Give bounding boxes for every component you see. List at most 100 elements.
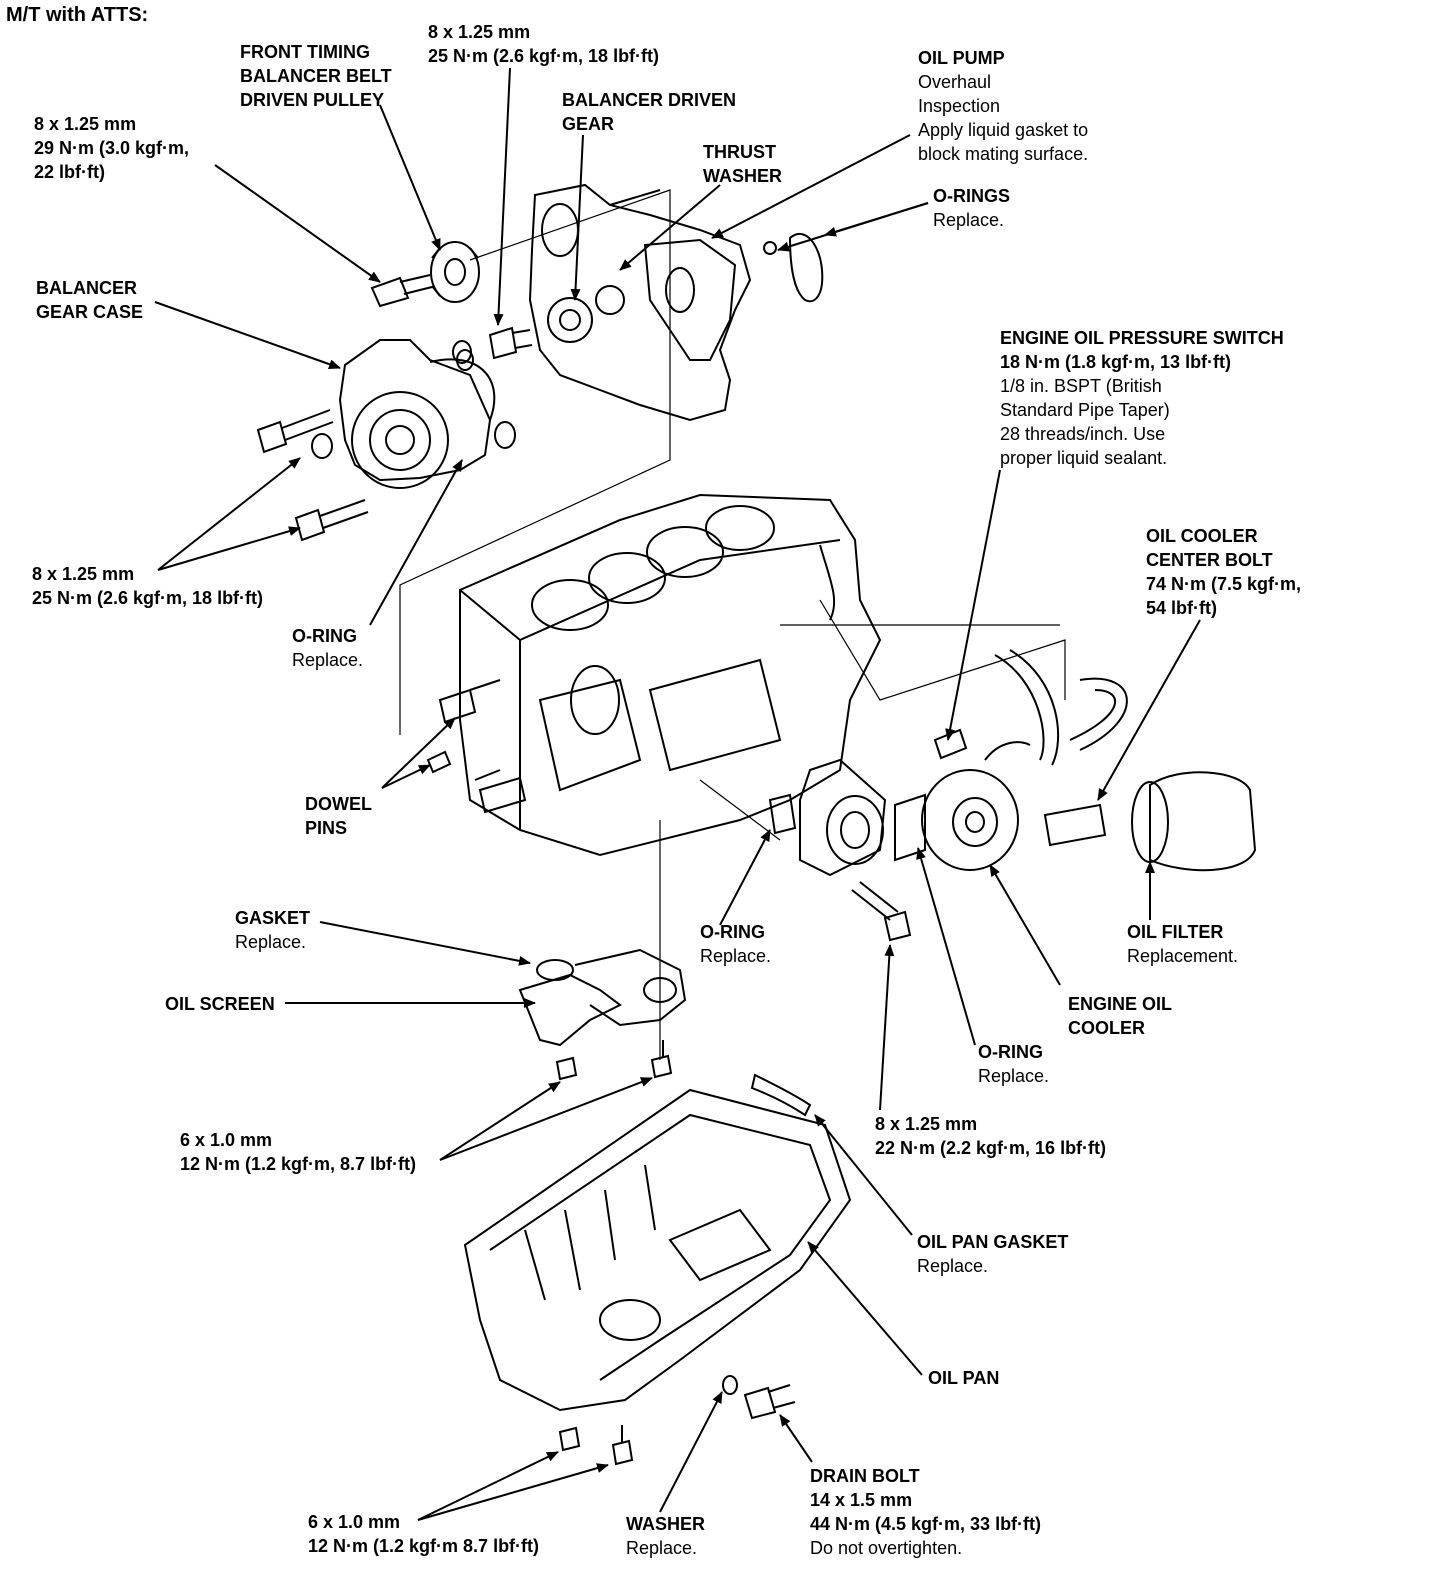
bolt-cooler-torque: 22 N·m (2.2 kgf·m, 16 lbf·ft): [875, 1138, 1107, 1158]
label-front-timing-pulley: FRONT TIMING BALANCER BELT DRIVEN PULLEY: [240, 40, 392, 112]
gasket-title: GASKET: [235, 908, 311, 928]
label-balancer-gear-case: BALANCER GEAR CASE: [36, 276, 143, 324]
label-bolt-top: 8 x 1.25 mm 25 N·m (2.6 kgf·m, 18 lbf·ft…: [428, 20, 659, 68]
oil-pan: [463, 1088, 852, 1412]
drain-bolt: [743, 1384, 796, 1420]
bolt-left-torque: 29 N·m (3.0 kgf·m,: [34, 138, 190, 158]
bolt-cooler-size: 8 x 1.25 mm: [875, 1114, 978, 1134]
balancer-case-line-2: GEAR CASE: [36, 302, 144, 322]
label-bolt-mid: 8 x 1.25 mm 25 N·m (2.6 kgf·m, 18 lbf·ft…: [32, 562, 263, 610]
cooler-bolt: [851, 881, 912, 942]
drain-bolt-torque: 44 N·m (4.5 kgf·m, 33 lbf·ft): [810, 1514, 1042, 1534]
oil-pump-note-2: Inspection: [918, 96, 1001, 116]
engine-block: [438, 493, 882, 857]
engine-oil-cooler-line-1: ENGINE OIL: [1068, 994, 1173, 1014]
label-oil-pressure-switch: ENGINE OIL PRESSURE SWITCH 18 N·m (1.8 k…: [1000, 326, 1284, 470]
oil-filter: [1131, 771, 1257, 872]
gasket-note: Replace.: [235, 932, 307, 952]
label-o-ring-cooler: O-RING Replace.: [700, 920, 771, 968]
balancer-gear-line-2: GEAR: [562, 114, 615, 134]
cooler-bolt-line-1: OIL COOLER: [1146, 526, 1258, 546]
oil-pump-title: OIL PUMP: [918, 48, 1005, 68]
bolt-left-size: 8 x 1.25 mm: [34, 114, 137, 134]
oil-pump-note-1: Overhaul: [918, 72, 992, 92]
dowel-line-2: PINS: [305, 818, 348, 838]
bolt-screen-torque: 12 N·m (1.2 kgf·m, 8.7 lbf·ft): [180, 1154, 417, 1174]
pressure-switch-note-1: 1/8 in. BSPT (British: [1000, 376, 1162, 396]
label-drain-bolt: DRAIN BOLT 14 x 1.5 mm 44 N·m (4.5 kgf·m…: [810, 1464, 1041, 1560]
pan-gasket-note: Replace.: [917, 1256, 989, 1276]
cooler-bolt-line-2: CENTER BOLT: [1146, 550, 1273, 570]
pressure-switch-note-3: 28 threads/inch. Use: [1000, 424, 1166, 444]
bolt-mid-size: 8 x 1.25 mm: [32, 564, 135, 584]
driven-pulley: [430, 241, 480, 303]
cooler-bolt-line-3: 74 N·m (7.5 kgf·m,: [1146, 574, 1302, 594]
label-o-ring-cooler-2: O-RING Replace.: [978, 1040, 1049, 1088]
dowel-pin: [426, 750, 452, 774]
bolt-pan-torque: 12 N·m (1.2 kgf·m 8.7 lbf·ft): [308, 1536, 540, 1556]
thrust-washer-line-2: WASHER: [703, 166, 783, 186]
washer-title: WASHER: [626, 1514, 706, 1534]
label-engine-oil-cooler: ENGINE OIL COOLER: [1068, 992, 1172, 1040]
oil-pump-note-4: block mating surface.: [918, 144, 1089, 164]
oil-filter-title: OIL FILTER: [1127, 922, 1224, 942]
bolt-top-torque: 25 N·m (2.6 kgf·m, 18 lbf·ft): [428, 46, 660, 66]
washer-part: [722, 1375, 738, 1395]
pulley-line-1: FRONT TIMING: [240, 42, 370, 62]
engine-oil-cooler-line-2: COOLER: [1068, 1018, 1146, 1038]
label-dowel-pins: DOWEL PINS: [305, 792, 372, 840]
label-bolt-cooler: 8 x 1.25 mm 22 N·m (2.2 kgf·m, 16 lbf·ft…: [875, 1112, 1106, 1160]
gear-case-bolts: [256, 340, 516, 542]
alignment-lines: [399, 189, 1066, 1060]
o-ring-cooler-2-title: O-RING: [978, 1042, 1043, 1062]
pulley-bolt: [370, 274, 433, 308]
balancer-case-line-1: BALANCER: [36, 278, 137, 298]
oil-pan-title: OIL PAN: [928, 1368, 1000, 1388]
pulley-line-3: DRIVEN PULLEY: [240, 90, 385, 110]
pan-bolts: [558, 1425, 634, 1466]
bolt-pan-size: 6 x 1.0 mm: [308, 1512, 401, 1532]
o-rings-note: Replace.: [933, 210, 1005, 230]
oil-screen-title: OIL SCREEN: [165, 994, 275, 1014]
label-bolt-pan: 6 x 1.0 mm 12 N·m (1.2 kgf·m 8.7 lbf·ft): [308, 1510, 539, 1558]
bolt-left-torque-2: 22 lbf·ft): [34, 162, 105, 182]
label-oil-filter: OIL FILTER Replacement.: [1127, 920, 1238, 968]
label-o-ring-case: O-RING Replace.: [292, 624, 363, 672]
bolt-screen-size: 6 x 1.0 mm: [180, 1130, 273, 1150]
bolt-top-size: 8 x 1.25 mm: [428, 22, 531, 42]
label-bolt-left: 8 x 1.25 mm 29 N·m (3.0 kgf·m, 22 lbf·ft…: [34, 112, 189, 184]
o-rings: [763, 232, 824, 303]
bolt-mid-torque: 25 N·m (2.6 kgf·m, 18 lbf·ft): [32, 588, 264, 608]
pressure-switch-title: ENGINE OIL PRESSURE SWITCH: [1000, 328, 1284, 348]
pressure-switch-note-4: proper liquid sealant.: [1000, 448, 1168, 468]
label-oil-cooler-center-bolt: OIL COOLER CENTER BOLT 74 N·m (7.5 kgf·m…: [1146, 524, 1301, 620]
balancer-gear-line-1: BALANCER DRIVEN: [562, 90, 737, 110]
bolt-25nm: [488, 326, 533, 360]
o-rings-title: O-RINGS: [933, 186, 1011, 206]
o-ring-case-title: O-RING: [292, 626, 357, 646]
oil-cooler-assembly: [768, 758, 1107, 877]
label-bolt-screen: 6 x 1.0 mm 12 N·m (1.2 kgf·m, 8.7 lbf·ft…: [180, 1128, 416, 1176]
drain-bolt-title: DRAIN BOLT: [810, 1466, 920, 1486]
label-washer: WASHER Replace.: [626, 1512, 705, 1560]
drain-bolt-note: Do not overtighten.: [810, 1538, 963, 1558]
cooler-bolt-line-4: 54 lbf·ft): [1146, 598, 1217, 618]
oil-pan-gasket: [750, 1073, 812, 1117]
o-ring-cooler-note: Replace.: [700, 946, 772, 966]
o-ring-case-note: Replace.: [292, 650, 364, 670]
label-oil-pump: OIL PUMP Overhaul Inspection Apply liqui…: [918, 46, 1088, 166]
pressure-switch-note-2: Standard Pipe Taper): [1000, 400, 1170, 420]
pressure-switch-torque: 18 N·m (1.8 kgf·m, 13 lbf·ft): [1000, 352, 1232, 372]
pulley-line-2: BALANCER BELT: [240, 66, 392, 86]
oil-pump-housing: [528, 183, 752, 422]
thrust-washer-line-1: THRUST: [703, 142, 776, 162]
o-ring-cooler-2-note: Replace.: [978, 1066, 1050, 1086]
balancer-gear-case: [338, 339, 496, 489]
o-ring-cooler-title: O-RING: [700, 922, 765, 942]
label-gasket: GASKET Replace.: [235, 906, 310, 954]
cooler-pipes: [933, 649, 1128, 766]
drain-bolt-size: 14 x 1.5 mm: [810, 1490, 913, 1510]
label-o-rings: O-RINGS Replace.: [933, 184, 1010, 232]
dowel-line-1: DOWEL: [305, 794, 372, 814]
